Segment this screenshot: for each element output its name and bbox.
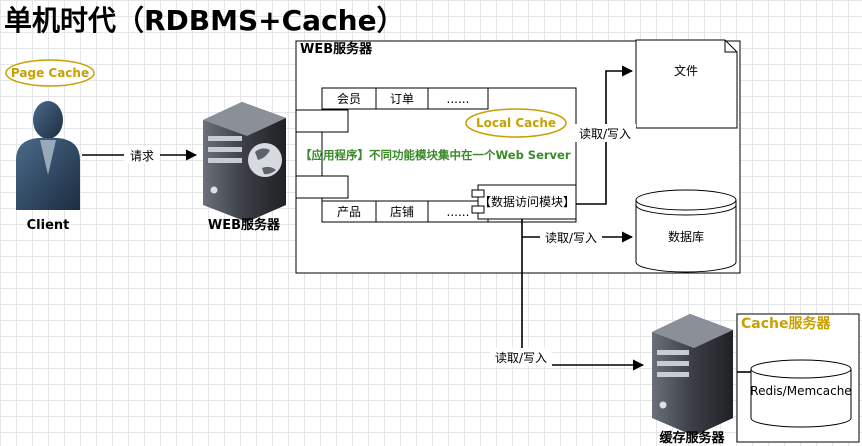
file-node [635, 39, 738, 129]
application-text: 【应用程序】不同功能模块集中在一个Web Server [300, 148, 571, 162]
web-server-container-title: WEB服务器 [300, 41, 373, 57]
module-shop: 店铺 [390, 205, 414, 219]
module-product: 产品 [337, 205, 361, 219]
page-cache-label: Page Cache [11, 66, 89, 80]
page-title: 单机时代（RDBMS+Cache） [4, 4, 405, 37]
cache-server-label: 缓存服务器 [659, 430, 725, 446]
module-member: 会员 [337, 92, 361, 106]
local-cache-badge [465, 108, 567, 138]
module-order: 订单 [390, 92, 414, 106]
data-access-module: 【数据访问模块】 [479, 194, 575, 209]
request-label: 请求 [130, 149, 154, 163]
web-server-label: WEB服务器 [208, 217, 281, 233]
page-cache-badge: Page Cache [5, 59, 95, 87]
database-label: 数据库 [668, 229, 704, 244]
file-label: 文件 [674, 63, 698, 78]
database-node [635, 189, 737, 273]
file-rw-label: 读取/写入 [579, 127, 631, 141]
db-rw-label: 读取/写入 [545, 231, 597, 245]
redis-store [750, 359, 852, 428]
local-cache-label: Local Cache [476, 116, 556, 130]
client-label: Client [27, 218, 70, 233]
module-more-bottom: ...... [447, 205, 470, 219]
cache-server-container-title: Cache服务器 [741, 315, 831, 332]
redis-label: Redis/Memcache [750, 384, 851, 398]
client-person-icon [16, 101, 80, 210]
web-server-icon [203, 102, 286, 222]
cache-server-icon [652, 314, 733, 436]
cache-rw-label: 读取/写入 [495, 351, 547, 365]
module-more-top: ...... [447, 92, 470, 106]
